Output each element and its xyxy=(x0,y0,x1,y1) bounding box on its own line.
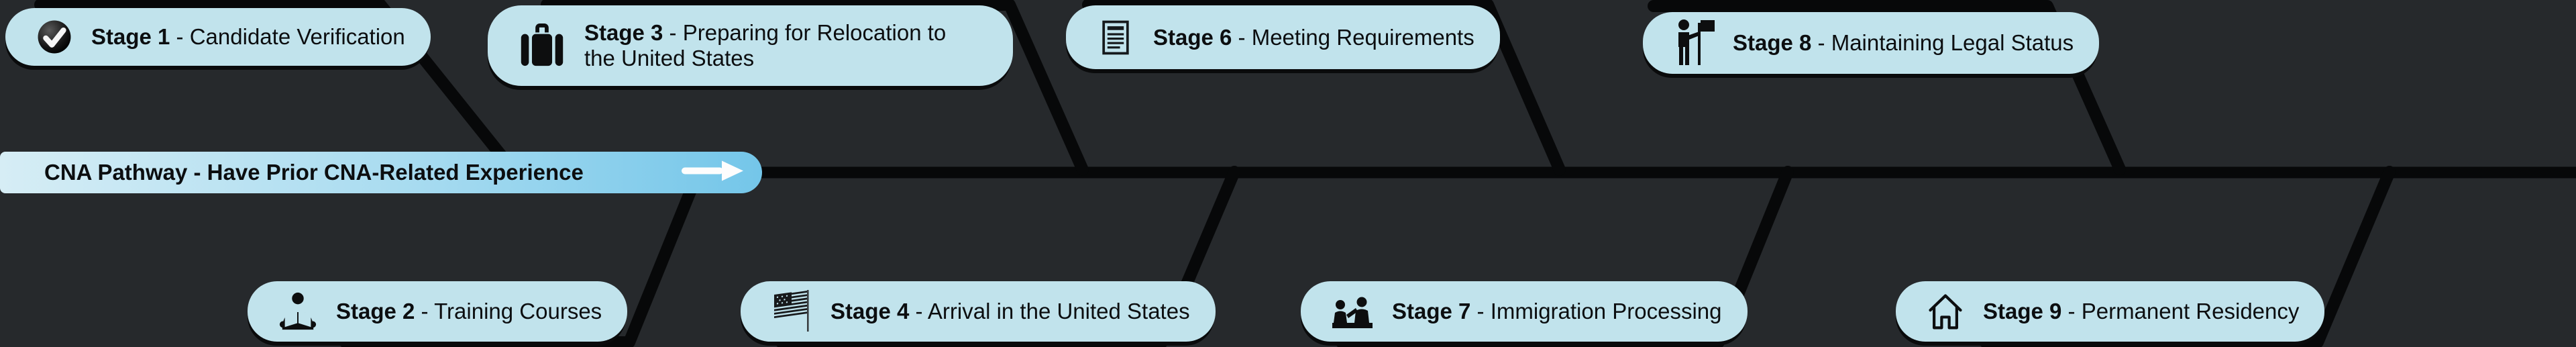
house-icon xyxy=(1925,290,1966,333)
stage-badge-4: Stage 4 - Arrival in the United States xyxy=(741,281,1216,342)
stage-number: Stage 8 xyxy=(1733,30,1812,56)
document-icon xyxy=(1095,17,1136,58)
pathway-banner-label: CNA Pathway - Have Prior CNA-Related Exp… xyxy=(44,160,584,185)
leg-stage-4 xyxy=(775,166,1240,347)
stage-number: Stage 3 xyxy=(584,20,663,46)
leg-stage-7 xyxy=(1336,166,1794,347)
stage-title: - Arrival in the United States xyxy=(909,299,1190,324)
stage-number: Stage 2 xyxy=(336,299,415,324)
stage-badge-7: Stage 7 - Immigration Processing xyxy=(1301,281,1748,342)
stage-label: Stage 3 - Preparing for Relocation to th… xyxy=(584,20,964,70)
stage-label: Stage 9 - Permanent Residency xyxy=(1983,299,2299,324)
stage-label: Stage 8 - Maintaining Legal Status xyxy=(1733,30,2074,56)
stage-title: - Immigration Processing xyxy=(1470,299,1722,324)
stage-badge-1: Stage 1 - Candidate Verification xyxy=(5,8,431,66)
immigration-desk-icon xyxy=(1330,291,1375,332)
stage-badge-3: Stage 3 - Preparing for Relocation to th… xyxy=(488,5,1013,86)
stage-badge-8: Stage 8 - Maintaining Legal Status xyxy=(1643,12,2100,74)
stage-title: - Preparing for Relocation to the United… xyxy=(584,20,947,70)
stage-label: Stage 4 - Arrival in the United States xyxy=(830,299,1190,324)
person-reading-icon xyxy=(277,291,319,332)
leg-stage-8 xyxy=(1648,0,2126,175)
leg-stage-9 xyxy=(1980,166,2396,347)
stage-number: Stage 1 xyxy=(91,24,170,50)
stage-title: - Candidate Verification xyxy=(170,24,405,50)
stage-number: Stage 6 xyxy=(1153,24,1232,50)
stage-title: - Maintaining Legal Status xyxy=(1811,30,2074,56)
pathway-banner: CNA Pathway - Have Prior CNA-Related Exp… xyxy=(0,152,762,193)
stage-label: Stage 7 - Immigration Processing xyxy=(1392,299,1722,324)
stage-label: Stage 6 - Meeting Requirements xyxy=(1153,25,1474,50)
leg-stage-2 xyxy=(339,166,704,347)
stage-label: Stage 1 - Candidate Verification xyxy=(91,24,405,50)
stage-title: - Permanent Residency xyxy=(2061,299,2300,324)
us-flag-icon xyxy=(770,289,813,334)
check-circle-icon xyxy=(35,17,74,56)
briefcase-icon xyxy=(517,21,567,70)
stage-number: Stage 9 xyxy=(1983,299,2062,324)
leg-stage-1 xyxy=(34,0,517,174)
stage-title: - Training Courses xyxy=(415,299,602,324)
leg-stage-3 xyxy=(541,0,1089,176)
stage-number: Stage 7 xyxy=(1392,299,1471,324)
stage-title: - Meeting Requirements xyxy=(1232,24,1474,50)
stage-number: Stage 4 xyxy=(830,299,910,324)
stage-label: Stage 2 - Training Courses xyxy=(336,299,602,324)
right-arrow-icon xyxy=(680,158,745,187)
leg-stage-6 xyxy=(1082,0,1566,176)
person-flag-icon xyxy=(1672,19,1715,67)
stage-badge-6: Stage 6 - Meeting Requirements xyxy=(1066,5,1500,69)
stage-badge-2: Stage 2 - Training Courses xyxy=(248,281,628,342)
stage-badge-9: Stage 9 - Permanent Residency xyxy=(1896,281,2325,342)
